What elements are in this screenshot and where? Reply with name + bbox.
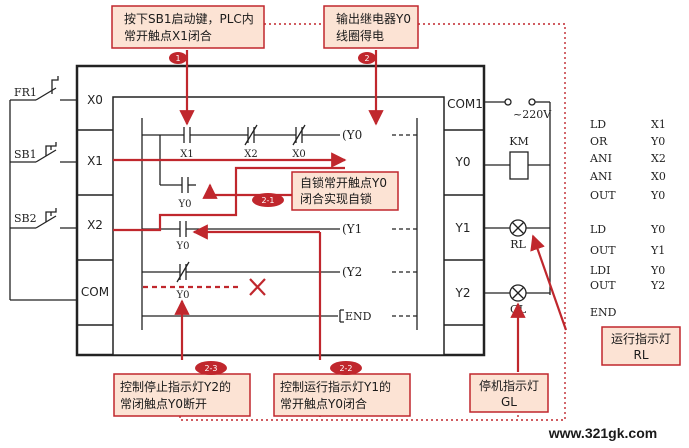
- ladder-labels: X1 X2 X0 Y0 Y0 Y0 (Y0 (Y1 (Y2 END: [176, 128, 372, 323]
- svg-text:2: 2: [364, 54, 369, 63]
- svg-text:1: 1: [175, 54, 180, 63]
- terminal-y2: Y2: [455, 286, 471, 300]
- output-wiring: [484, 98, 551, 295]
- svg-text:线圈得电: 线圈得电: [336, 28, 384, 43]
- svg-text:LDI: LDI: [590, 264, 610, 277]
- svg-text:控制停止指示灯Y2的: 控制停止指示灯Y2的: [120, 379, 231, 394]
- plc-panel: X0 X1 X2 COM COM1 Y0 Y1 Y2: [75, 64, 486, 357]
- step-badges: 1 2 2-1 2-2 2-3: [169, 52, 376, 375]
- label-rl: RL: [510, 238, 526, 251]
- svg-text:X1: X1: [651, 118, 666, 131]
- svg-text:按下SB1启动键，PLC内: 按下SB1启动键，PLC内: [124, 12, 254, 26]
- badge-step-2-2: [330, 361, 362, 375]
- svg-text:OUT: OUT: [590, 244, 616, 257]
- terminal-x1: X1: [87, 154, 103, 168]
- svg-text:Y0: Y0: [650, 135, 665, 148]
- svg-text:Y1: Y1: [650, 244, 665, 257]
- lamp-rl-icon: [509, 219, 527, 237]
- switch-sb1: SB1: [14, 148, 37, 161]
- callout-rl: 运行指示灯 RL: [601, 326, 681, 366]
- svg-text:ANI: ANI: [589, 152, 612, 165]
- svg-text:输出继电器Y0: 输出继电器Y0: [336, 11, 411, 26]
- svg-text:常开触点Y0闭合: 常开触点Y0闭合: [280, 396, 367, 411]
- ladder-program: [141, 118, 418, 330]
- svg-text:常开触点X1闭合: 常开触点X1闭合: [124, 28, 212, 43]
- contact-x0-label: X0: [292, 149, 305, 160]
- supply-voltage: ~220V: [513, 108, 552, 121]
- svg-text:Y0: Y0: [650, 223, 665, 236]
- svg-text:2-3: 2-3: [204, 364, 217, 373]
- callout-gl: 停机指示灯 GL: [469, 373, 549, 413]
- contact-y0-nc-label: Y0: [176, 290, 190, 301]
- svg-text:GL: GL: [501, 395, 517, 409]
- switch-labels: FR1 SB1 SB2: [14, 86, 37, 225]
- coil-y2: (Y2: [342, 265, 362, 279]
- svg-text:控制运行指示灯Y1的: 控制运行指示灯Y1的: [280, 379, 391, 394]
- badge-step-2-1: [252, 193, 284, 207]
- svg-text:Y0: Y0: [650, 189, 665, 202]
- svg-text:ANI: ANI: [589, 170, 612, 183]
- coil-y1: (Y1: [342, 222, 362, 236]
- svg-text:OUT: OUT: [590, 189, 616, 202]
- lamp-gl-icon: [509, 284, 527, 302]
- svg-text:自锁常开触点Y0: 自锁常开触点Y0: [300, 175, 387, 190]
- plc-program-area: [112, 96, 445, 356]
- svg-text:停机指示灯: 停机指示灯: [479, 378, 539, 393]
- svg-text:RL: RL: [633, 348, 648, 362]
- terminal-com1: COM1: [447, 97, 483, 111]
- terminal-y1: Y1: [455, 221, 471, 235]
- input-wiring: [9, 76, 77, 301]
- svg-text:2-1: 2-1: [261, 196, 274, 205]
- watermark: www.321gk.com: [548, 425, 657, 441]
- contact-y0-seal-label: Y0: [178, 199, 192, 210]
- svg-text:OR: OR: [590, 135, 608, 148]
- svg-text:Y2: Y2: [650, 279, 665, 292]
- terminal-x0: X0: [87, 93, 103, 107]
- svg-text:OUT: OUT: [590, 279, 616, 292]
- svg-text:闭合实现自锁: 闭合实现自锁: [300, 191, 372, 206]
- callout-y2-nc: 控制停止指示灯Y2的 常闭触点Y0断开: [113, 373, 251, 417]
- svg-text:X0: X0: [651, 170, 666, 183]
- coil-y0: (Y0: [342, 128, 362, 142]
- svg-text:2-2: 2-2: [339, 364, 352, 373]
- badge-step-1: [169, 52, 187, 64]
- svg-text:常闭触点Y0断开: 常闭触点Y0断开: [120, 396, 207, 411]
- svg-text:Y0: Y0: [650, 264, 665, 277]
- contact-x2-label: X2: [244, 149, 257, 160]
- svg-text:END: END: [590, 306, 617, 319]
- svg-text:运行指示灯: 运行指示灯: [611, 331, 671, 346]
- terminal-com: COM: [81, 285, 109, 299]
- svg-text:X2: X2: [651, 152, 666, 165]
- switch-sb2: SB2: [14, 212, 37, 225]
- callout-seal-in: 自锁常开触点Y0 闭合实现自锁: [291, 171, 399, 211]
- callout-y1-no: 控制运行指示灯Y1的 常开触点Y0闭合: [273, 373, 411, 417]
- badge-step-2: [358, 52, 376, 64]
- callout-sb1: 按下SB1启动键，PLC内 常开触点X1闭合: [111, 5, 265, 49]
- badge-step-2-3: [195, 361, 227, 375]
- contact-y0-no-label: Y0: [176, 241, 190, 252]
- label-km: KM: [509, 135, 528, 148]
- svg-text:LD: LD: [590, 223, 606, 236]
- instruction-list: LD X1 OR Y0 ANI X2 ANI X0 OUT Y0 LD Y0 O…: [589, 118, 666, 319]
- switch-fr1: FR1: [14, 86, 37, 99]
- svg-text:LD: LD: [590, 118, 606, 131]
- contact-x1-label: X1: [180, 149, 193, 160]
- end-instruction: END: [345, 310, 372, 323]
- terminal-x2: X2: [87, 218, 103, 232]
- terminal-y0: Y0: [455, 155, 471, 169]
- contactor-km-coil: [509, 151, 529, 180]
- callout-y0-coil: 输出继电器Y0 线圈得电: [323, 5, 419, 49]
